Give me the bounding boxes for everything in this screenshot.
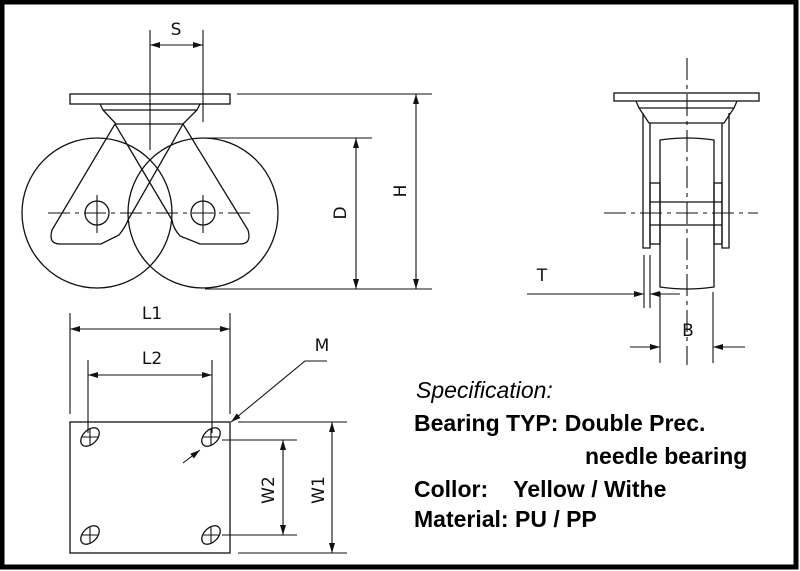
label-m: M bbox=[315, 336, 330, 356]
fork-right bbox=[114, 123, 250, 245]
spec-material: Material: PU / PP bbox=[414, 506, 597, 532]
label-t: T bbox=[536, 266, 548, 286]
fork-leg-right bbox=[721, 113, 730, 249]
label-l2: L2 bbox=[142, 349, 162, 369]
wheel-front bbox=[659, 137, 715, 290]
mounting-slot bbox=[80, 427, 100, 447]
mounting-slot bbox=[80, 525, 100, 545]
front-view: T B bbox=[527, 58, 760, 365]
label-b: B bbox=[682, 321, 694, 341]
spec-bearing-cont: needle bearing bbox=[585, 443, 747, 469]
mounting-plate bbox=[69, 421, 231, 554]
spec-color: Collor: Yellow / Withe bbox=[414, 476, 666, 502]
spec-bearing: Bearing TYP: Double Prec. bbox=[414, 410, 705, 436]
label-s: S bbox=[171, 20, 182, 40]
label-l1: L1 bbox=[142, 304, 162, 324]
mounting-slot bbox=[201, 427, 221, 447]
specification-block: Specification: Bearing TYP: Double Prec.… bbox=[414, 377, 747, 532]
fork-left bbox=[50, 123, 184, 245]
label-w2: W2 bbox=[259, 476, 279, 504]
plate-plan-view: L1 L2 M W1 W2 bbox=[69, 304, 347, 554]
label-h: H bbox=[391, 185, 411, 198]
mounting-slot bbox=[201, 525, 221, 545]
spec-title: Specification: bbox=[416, 377, 553, 403]
label-w1: W1 bbox=[309, 476, 329, 504]
fork-leg-left bbox=[642, 113, 651, 249]
side-view: S D H bbox=[21, 20, 432, 290]
label-d: D bbox=[331, 206, 351, 219]
dimension-m-leader bbox=[230, 360, 327, 423]
